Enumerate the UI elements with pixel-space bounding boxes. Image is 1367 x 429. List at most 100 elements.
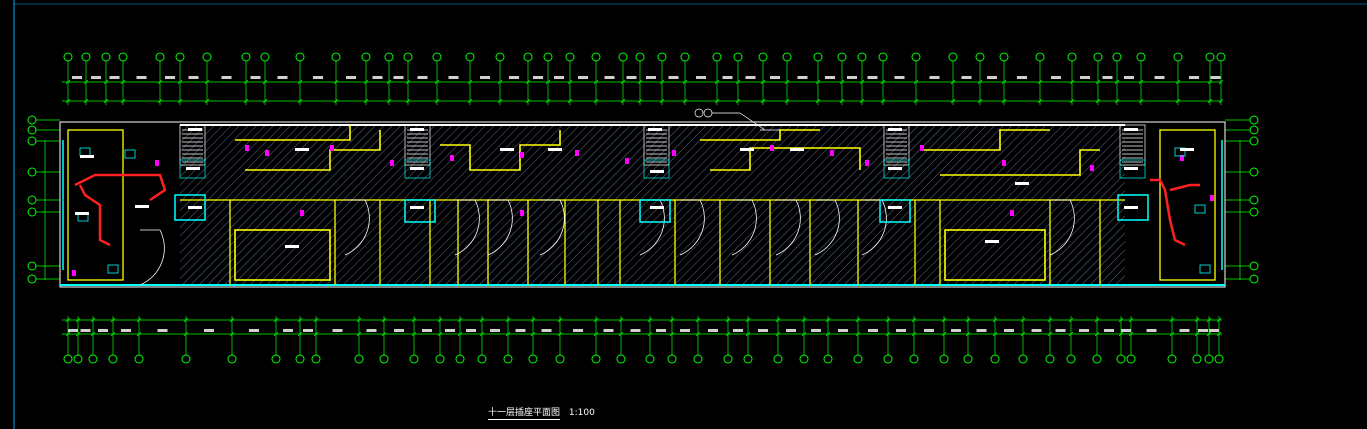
door-swing bbox=[539, 199, 565, 256]
dim-tick bbox=[333, 98, 339, 104]
dim-tick bbox=[65, 317, 71, 323]
dim-tick bbox=[775, 317, 781, 323]
dim-tick bbox=[1207, 79, 1213, 85]
dim-tick bbox=[941, 331, 947, 337]
unit-left bbox=[67, 129, 124, 281]
dim-value-mark bbox=[393, 76, 404, 79]
label-mark bbox=[188, 206, 202, 209]
socket-symbols bbox=[72, 145, 1214, 276]
label-mark bbox=[410, 167, 424, 170]
axis-bubble bbox=[667, 354, 677, 364]
dim-value-mark bbox=[165, 76, 175, 79]
dim-value-mark bbox=[466, 329, 476, 332]
dim-value-mark bbox=[797, 76, 808, 79]
dim-tick bbox=[1069, 79, 1075, 85]
door-swing bbox=[454, 199, 480, 256]
dim-tick bbox=[1194, 317, 1200, 323]
axis-bubble bbox=[455, 354, 465, 364]
dim-value-mark bbox=[929, 76, 940, 79]
dim-tick bbox=[65, 79, 71, 85]
dim-tick bbox=[855, 317, 861, 323]
dim-tick bbox=[457, 317, 463, 323]
dim-value-mark bbox=[249, 329, 259, 332]
dim-value-mark bbox=[867, 76, 878, 79]
socket bbox=[155, 160, 159, 166]
door-swing bbox=[775, 199, 801, 256]
dim-tick bbox=[557, 331, 563, 337]
dim-tick bbox=[297, 317, 303, 323]
axis-bubble bbox=[1249, 261, 1259, 271]
dim-tick bbox=[83, 79, 89, 85]
dim-tick bbox=[784, 79, 790, 85]
dim-tick bbox=[745, 331, 751, 337]
dim-value-mark bbox=[91, 76, 101, 79]
dim-tick bbox=[1118, 331, 1124, 337]
axis-bubble bbox=[1018, 354, 1028, 364]
dim-tick bbox=[297, 331, 303, 337]
door-swing bbox=[814, 199, 840, 256]
dimension-lines bbox=[62, 81, 1222, 335]
dim-value-mark bbox=[109, 76, 120, 79]
dim-tick bbox=[682, 79, 688, 85]
dim-value-mark bbox=[346, 76, 356, 79]
dim-tick bbox=[682, 98, 688, 104]
axis-bubble bbox=[27, 115, 37, 125]
dim-value-mark bbox=[745, 76, 756, 79]
dim-tick bbox=[183, 317, 189, 323]
fixture bbox=[1199, 264, 1211, 274]
socket bbox=[830, 150, 834, 156]
dim-tick bbox=[313, 331, 319, 337]
dim-tick bbox=[1138, 98, 1144, 104]
dim-tick bbox=[1169, 317, 1175, 323]
dim-tick bbox=[297, 98, 303, 104]
socket bbox=[450, 155, 454, 161]
socket bbox=[625, 158, 629, 164]
dim-value-mark bbox=[896, 329, 906, 332]
label-mark bbox=[740, 148, 754, 151]
dim-tick bbox=[1068, 317, 1074, 323]
dim-tick bbox=[1094, 331, 1100, 337]
axis-bubble bbox=[1093, 52, 1103, 62]
dim-value-mark bbox=[758, 329, 768, 332]
dim-tick bbox=[801, 331, 807, 337]
dim-tick bbox=[530, 331, 536, 337]
dim-tick bbox=[714, 98, 720, 104]
stair-box bbox=[1119, 124, 1146, 166]
axis-bubble bbox=[260, 52, 270, 62]
dim-tick bbox=[467, 98, 473, 104]
dim-value-mark bbox=[668, 76, 679, 79]
axis-bubble bbox=[878, 52, 888, 62]
axis-bubble bbox=[477, 354, 487, 364]
axis-bubble bbox=[118, 52, 128, 62]
dim-value-mark bbox=[68, 329, 78, 332]
dimension-ticks bbox=[65, 76, 1224, 337]
axis-bubble bbox=[999, 52, 1009, 62]
dim-tick bbox=[183, 331, 189, 337]
label-mark bbox=[410, 206, 424, 209]
axis-bubble bbox=[1192, 354, 1202, 364]
door-swing bbox=[731, 199, 757, 256]
dim-tick bbox=[1001, 79, 1007, 85]
label-mark bbox=[888, 206, 902, 209]
dim-value-mark bbox=[626, 76, 637, 79]
dim-tick bbox=[855, 331, 861, 337]
dim-tick bbox=[262, 79, 268, 85]
fixtures bbox=[77, 147, 1211, 274]
socket bbox=[390, 160, 394, 166]
dim-tick bbox=[977, 98, 983, 104]
dim-value-mark bbox=[987, 76, 997, 79]
dim-tick bbox=[1138, 79, 1144, 85]
axis-bubble bbox=[853, 354, 863, 364]
dim-value-mark bbox=[277, 76, 288, 79]
dim-tick bbox=[75, 331, 81, 337]
axis-bubble bbox=[465, 52, 475, 62]
dim-value-mark bbox=[1179, 329, 1190, 332]
dim-tick bbox=[567, 98, 573, 104]
axis-bubble bbox=[295, 354, 305, 364]
dim-value-mark bbox=[646, 76, 656, 79]
axis-bubble bbox=[1249, 167, 1259, 177]
dim-tick bbox=[950, 98, 956, 104]
dim-value-mark bbox=[1031, 329, 1042, 332]
axis-bubble bbox=[523, 52, 533, 62]
axis-bubble bbox=[202, 52, 212, 62]
